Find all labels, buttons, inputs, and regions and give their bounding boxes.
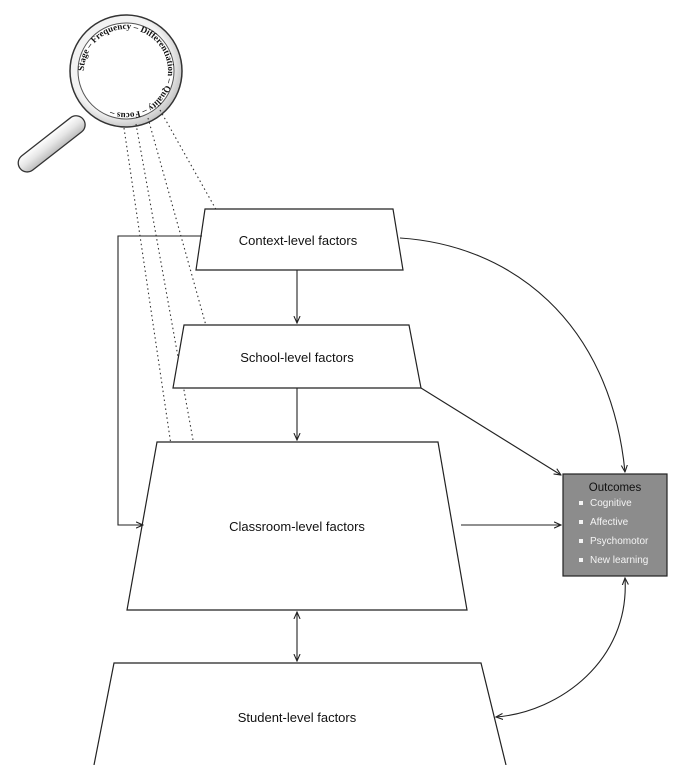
- magnifying-glass-icon: Stage – Frequency – Differentiation – Qu…: [17, 14, 183, 173]
- context-level-box: Context-level factors: [195, 208, 404, 271]
- outcomes-title: Outcomes: [589, 482, 642, 494]
- arrow-outcomes-student: [496, 578, 625, 717]
- arrow-context-to-classroom: [117, 235, 202, 525]
- context-level-label: Context-level factors: [239, 233, 358, 248]
- outcome-item-affective: Affective: [590, 517, 629, 528]
- outcome-item-psychomotor: Psychomotor: [590, 536, 649, 547]
- school-level-label: School-level factors: [240, 350, 354, 365]
- outcome-item-new-learning: New learning: [590, 555, 648, 566]
- lens-dotted-lines: [123, 109, 219, 473]
- arrow-context-to-outcomes: [399, 237, 625, 472]
- school-level-box: School-level factors: [172, 324, 422, 389]
- outcome-item-cognitive: Cognitive: [590, 498, 632, 509]
- classroom-level-box: Classroom-level factors: [126, 441, 468, 611]
- outcomes-box: Outcomes Cognitive Affective Psychomotor…: [562, 473, 668, 577]
- classroom-level-label: Classroom-level factors: [229, 519, 365, 534]
- arrow-school-to-outcomes: [420, 387, 561, 475]
- student-level-label: Student-level factors: [238, 710, 357, 725]
- student-level-box: Student-level factors: [93, 662, 507, 765]
